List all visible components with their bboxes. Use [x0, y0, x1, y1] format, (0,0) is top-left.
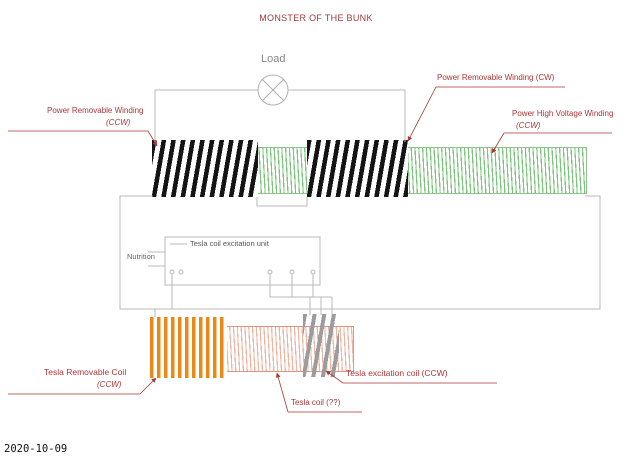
circuit-wires: [119, 89, 601, 317]
label-power-high-voltage-winding-dir: (CCW): [516, 121, 541, 130]
power-input-label: Nutrition: [127, 252, 155, 261]
label-power-removable-winding-ccw: Power Removable Winding: [47, 106, 144, 115]
label-tesla-removable-coil-dir: (CCW): [97, 380, 122, 389]
diagram-title: MONSTER OF THE BUNK: [259, 13, 373, 23]
date-stamp: 2020-10-09: [4, 443, 68, 455]
label-power-removable-winding-cw: Power Removable Winding (CW): [437, 73, 555, 82]
power-removable-winding-ccw: [152, 140, 258, 197]
load-label: Load: [261, 53, 286, 65]
tesla-excitation-coil: [303, 314, 339, 377]
tesla-removable-coil: [150, 317, 227, 378]
label-tesla-coil: Tesla coil (??): [291, 398, 341, 407]
label-tesla-removable-coil: Tesla Removable Coil: [44, 367, 127, 377]
excitation-unit-box: [164, 236, 321, 286]
label-power-removable-winding-ccw-dir: (CCW): [106, 118, 131, 127]
label-power-high-voltage-winding: Power High Voltage Winding: [512, 109, 614, 118]
excitation-unit-label: Tesla coil excitation unit: [190, 239, 269, 248]
annotation-leaders: [8, 86, 612, 413]
label-tesla-excitation-coil: Tesla excitation coil (CCW): [346, 368, 448, 378]
power-removable-winding-cw: [307, 140, 408, 197]
load-lamp-icon: [257, 74, 289, 106]
